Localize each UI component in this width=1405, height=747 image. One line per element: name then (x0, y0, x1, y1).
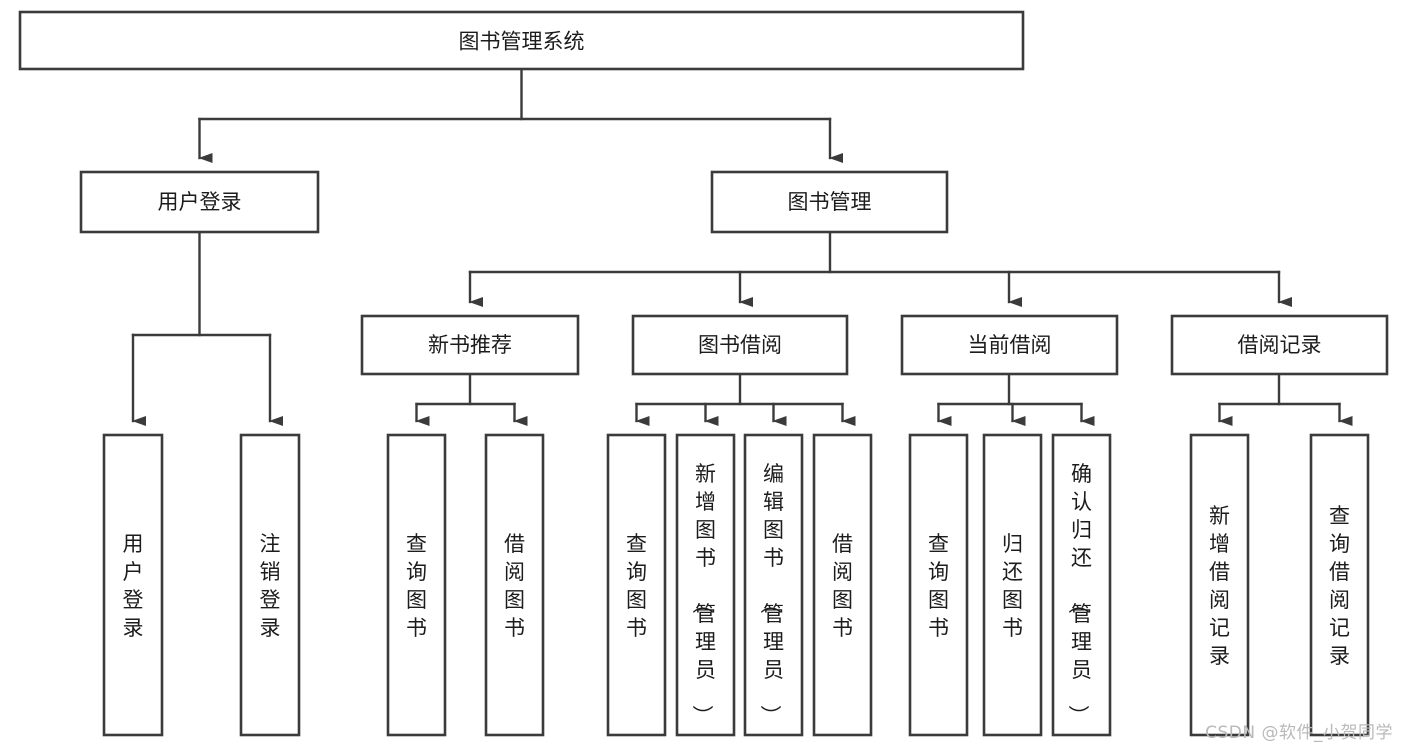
leaf-search-book-new[interactable]: 查询图书 (386, 433, 447, 737)
leaf-borrow-book-label: 借阅图书 (832, 532, 853, 640)
leaf-user-login[interactable]: 用户登录 (102, 433, 164, 737)
leaf-confirm-return-admin[interactable]: 确认归还（管理员） (1051, 433, 1112, 737)
node-new-book-recommend[interactable]: 新书推荐 (360, 314, 580, 376)
leaf-search-book-new-label: 查询图书 (406, 532, 427, 640)
leaf-logout-box[interactable] (239, 433, 301, 737)
leaf-search-borrow-record-box[interactable] (1309, 433, 1370, 737)
leaf-logout-label: 注销登录 (260, 532, 281, 640)
node-book-management[interactable]: 图书管理 (710, 170, 949, 234)
node-new-book-recommend-label: 新书推荐 (428, 333, 512, 357)
node-book-borrow-box[interactable] (631, 314, 849, 376)
node-book-management-box[interactable] (710, 170, 949, 234)
leaf-confirm-return-admin-box[interactable] (1051, 433, 1112, 737)
leaf-borrow-book-new-box[interactable] (484, 433, 545, 737)
leaf-logout[interactable]: 注销登录 (239, 433, 301, 737)
node-root-label: 图书管理系统 (459, 30, 585, 54)
leaf-borrow-book-box[interactable] (812, 433, 873, 737)
leaf-user-login-box[interactable] (102, 433, 164, 737)
node-current-borrow-box[interactable] (900, 314, 1119, 376)
leaf-borrow-book-new[interactable]: 借阅图书 (484, 433, 545, 737)
leaf-add-book-admin[interactable]: 新增图书（管理员） (675, 433, 736, 737)
leaf-edit-book-admin-label: 编辑图书（管理员） (758, 462, 784, 726)
leaf-borrow-book-new-label: 借阅图书 (504, 532, 525, 640)
leaf-return-book-box[interactable] (982, 433, 1043, 737)
node-root[interactable]: 图书管理系统 (18, 10, 1025, 71)
node-root-box[interactable] (18, 10, 1025, 71)
leaf-search-book-new-box[interactable] (386, 433, 447, 737)
csdn-watermark: CSDN @软件_小贺同学 (1205, 723, 1393, 743)
node-current-borrow[interactable]: 当前借阅 (900, 314, 1119, 376)
leaf-add-borrow-record[interactable]: 新增借阅记录 (1189, 433, 1250, 737)
leaf-search-book-borrow-box[interactable] (606, 433, 667, 737)
leaf-add-book-admin-label: 新增图书（管理员） (690, 462, 716, 726)
leaf-search-book-current[interactable]: 查询图书 (908, 433, 969, 737)
leaf-add-borrow-record-label: 新增借阅记录 (1209, 504, 1230, 668)
leaf-search-borrow-record-label: 查询借阅记录 (1329, 504, 1350, 668)
node-book-management-label: 图书管理 (788, 190, 872, 214)
node-current-borrow-label: 当前借阅 (968, 333, 1052, 357)
leaf-search-book-current-label: 查询图书 (928, 532, 949, 640)
node-borrow-records-box[interactable] (1170, 314, 1389, 376)
node-user-login-label: 用户登录 (158, 190, 242, 214)
leaf-search-borrow-record[interactable]: 查询借阅记录 (1309, 433, 1370, 737)
leaf-search-book-current-box[interactable] (908, 433, 969, 737)
leaf-edit-book-admin-box[interactable] (743, 433, 804, 737)
node-book-borrow[interactable]: 图书借阅 (631, 314, 849, 376)
leaf-return-book-label: 归还图书 (1002, 532, 1023, 640)
leaf-add-book-admin-box[interactable] (675, 433, 736, 737)
leaf-edit-book-admin[interactable]: 编辑图书（管理员） (743, 433, 804, 737)
leaf-borrow-book[interactable]: 借阅图书 (812, 433, 873, 737)
connector-layer (131, 67, 1353, 426)
leaf-add-borrow-record-box[interactable] (1189, 433, 1250, 737)
node-user-login[interactable]: 用户登录 (79, 170, 320, 234)
node-user-login-box[interactable] (79, 170, 320, 234)
leaf-search-book-borrow[interactable]: 查询图书 (606, 433, 667, 737)
node-borrow-records-label: 借阅记录 (1238, 333, 1322, 357)
node-book-borrow-label: 图书借阅 (698, 333, 782, 357)
node-borrow-records[interactable]: 借阅记录 (1170, 314, 1389, 376)
leaf-user-login-label: 用户登录 (123, 532, 144, 640)
leaf-return-book[interactable]: 归还图书 (982, 433, 1043, 737)
node-new-book-recommend-box[interactable] (360, 314, 580, 376)
leaf-confirm-return-admin-label: 确认归还（管理员） (1066, 462, 1092, 726)
leaf-search-book-borrow-label: 查询图书 (626, 532, 647, 640)
